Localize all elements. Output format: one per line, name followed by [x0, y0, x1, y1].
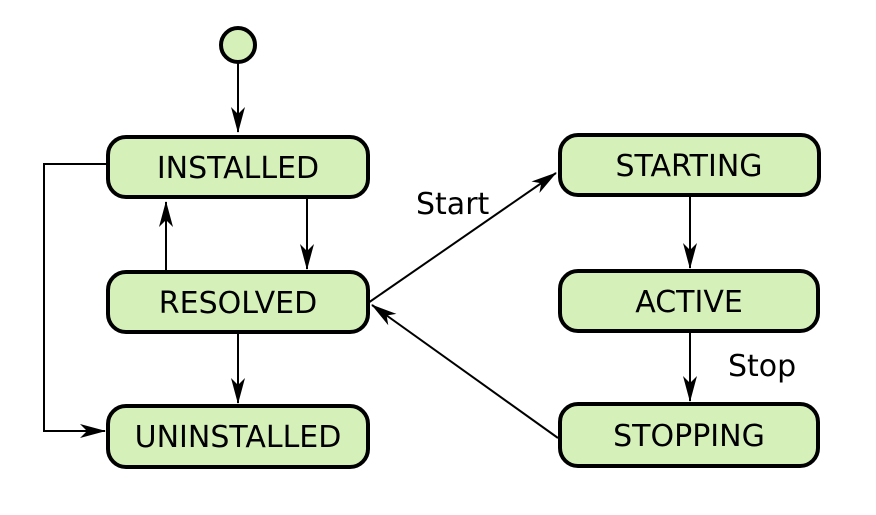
edge-label-start: Start	[416, 187, 490, 222]
state-box-installed	[106, 135, 370, 199]
state-label-active: ACTIVE	[635, 285, 743, 320]
state-box-starting	[558, 133, 821, 197]
state-node-uninstalled: UNINSTALLED	[106, 404, 370, 469]
edge-installed-to-uninstalled-loop	[43, 163, 108, 438]
state-box-uninstalled	[106, 404, 370, 469]
state-label-installed: INSTALLED	[157, 151, 319, 186]
state-node-starting: STARTING	[558, 133, 821, 197]
state-node-active: ACTIVE	[558, 269, 820, 333]
state-node-stopping: STOPPING	[558, 402, 820, 468]
state-node-installed: INSTALLED	[106, 135, 370, 199]
initial-state-circle	[219, 26, 257, 64]
edges	[43, 63, 697, 439]
edge-resolved-to-starting	[367, 172, 557, 304]
state-box-active	[558, 269, 820, 333]
state-label-starting: STARTING	[615, 149, 762, 184]
edge-label-stop: Stop	[728, 349, 796, 384]
state-label-uninstalled: UNINSTALLED	[135, 420, 342, 455]
edge-stopping-to-resolved	[371, 304, 559, 439]
state-label-stopping: STOPPING	[613, 419, 765, 454]
state-box-resolved	[106, 270, 370, 334]
state-node-resolved: RESOLVED	[106, 270, 370, 334]
state-box-stopping	[558, 402, 820, 468]
state-label-resolved: RESOLVED	[159, 286, 317, 321]
